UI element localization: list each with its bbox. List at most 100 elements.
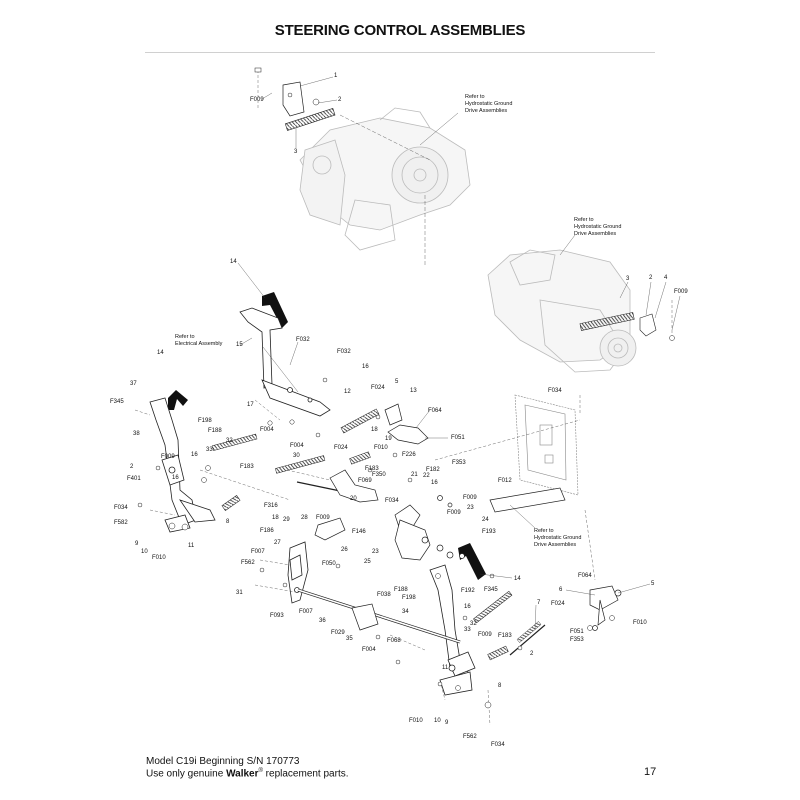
callout: F010 (633, 620, 647, 626)
callout: F183 (365, 466, 379, 472)
hydro-drive-right (487, 249, 637, 373)
callout: 9 (445, 720, 449, 726)
callout: F034 (114, 505, 128, 511)
svg-text:Drive Assemblies: Drive Assemblies (465, 108, 507, 114)
callout: F350 (372, 472, 386, 478)
ref-note-hydro-bottom: Refer to Hydrostatic Ground Drive Assemb… (534, 528, 581, 548)
callout: 2 (338, 97, 342, 103)
callout: 38 (133, 431, 140, 437)
callout: 3 (294, 149, 298, 155)
callout: 15 (236, 342, 243, 348)
callout: 32 (470, 621, 477, 627)
callout: 28 (301, 515, 308, 521)
callout: 18 (371, 427, 378, 433)
callout: F004 (260, 427, 274, 433)
svg-text:Refer to: Refer to (534, 528, 554, 534)
footer-model-info: Model C19i Beginning S/N 170773 (146, 756, 300, 767)
right-steering-lever (429, 564, 476, 696)
callout: F401 (127, 476, 141, 482)
hydro-drive-top (299, 107, 471, 251)
callout: F009 (447, 510, 461, 516)
callout: 2 (130, 464, 134, 470)
callout: 20 (350, 496, 357, 502)
footer-note-prefix: Use only genuine (146, 768, 227, 780)
footer-note-suffix: replacement parts. (262, 768, 349, 780)
hand-grip-left (168, 390, 188, 410)
callout: 14 (514, 576, 521, 582)
callout: F146 (352, 529, 366, 535)
callout: 16 (464, 604, 471, 610)
callout: 27 (274, 540, 281, 546)
callout: F034 (385, 498, 399, 504)
right-spring-assembly (579, 300, 675, 341)
callout: F024 (371, 385, 385, 391)
callout: F007 (299, 609, 313, 615)
callout: F051 (451, 435, 465, 441)
ref-note-electrical: Refer to Electrical Assembly (175, 334, 223, 347)
callout: 11 (188, 543, 195, 549)
callout: 5 (651, 581, 655, 587)
page-number: 17 (644, 766, 657, 778)
svg-text:Refer to: Refer to (465, 94, 485, 100)
callout: F051 (570, 629, 584, 635)
callout: 13 (410, 388, 417, 394)
callout: 16 (431, 480, 438, 486)
callout: F188 (394, 587, 408, 593)
callout: 2 (649, 275, 653, 281)
callout: F032 (296, 337, 310, 343)
callout: F038 (377, 592, 391, 598)
callout: 34 (402, 609, 409, 615)
svg-text:Hydrostatic Ground: Hydrostatic Ground (534, 535, 581, 541)
callout: F093 (270, 613, 284, 619)
svg-text:Drive Assemblies: Drive Assemblies (534, 542, 576, 548)
footer-genuine-parts-note: Use only genuine Walker® replacement par… (146, 768, 349, 779)
callout: F188 (208, 428, 222, 434)
svg-text:Electrical Assembly: Electrical Assembly (175, 341, 223, 347)
callout: 33 (464, 627, 471, 633)
callout: 9 (135, 541, 139, 547)
callout: 7 (537, 600, 541, 606)
callout: 25 (364, 559, 371, 565)
upper-steering-lever (239, 307, 331, 417)
callout: F192 (461, 588, 475, 594)
page-title: STEERING CONTROL ASSEMBLIES (274, 22, 526, 39)
callout: F024 (551, 601, 565, 607)
title-divider (145, 52, 655, 53)
callout: F183 (498, 633, 512, 639)
hydro-drive-bottom-frame (514, 394, 579, 496)
top-spring-assembly (254, 67, 336, 131)
callout-labels: 1 2 F009 3 14 15 F032 F032 16 17 F004 F0… (110, 73, 688, 748)
callout: 8 (498, 683, 502, 689)
callout: F009 (674, 289, 688, 295)
callout: F353 (570, 637, 584, 643)
callout: F012 (498, 478, 512, 484)
callout: 31 (236, 590, 243, 596)
callout: 11 (442, 665, 449, 671)
callout: F034 (548, 388, 562, 394)
callout: F009 (463, 495, 477, 501)
callout: F004 (362, 647, 376, 653)
callout: F183 (240, 464, 254, 470)
callout: F353 (452, 460, 466, 466)
callout: 37 (130, 381, 137, 387)
callout: F009 (250, 97, 264, 103)
brand-name: Walker (226, 768, 259, 780)
middle-linkage (314, 403, 566, 561)
callout: 35 (346, 636, 353, 642)
callout: F032 (337, 349, 351, 355)
callout: F193 (482, 529, 496, 535)
callout: F009 (161, 454, 175, 460)
callout: F345 (110, 399, 124, 405)
callout: 23 (467, 505, 474, 511)
callout: F316 (264, 503, 278, 509)
callout: 14 (230, 259, 237, 265)
callout: F582 (114, 520, 128, 526)
callout: 2 (530, 651, 534, 657)
callout: F068 (387, 638, 401, 644)
callout: 16 (191, 452, 198, 458)
callout: F198 (198, 418, 212, 424)
callout: F029 (331, 630, 345, 636)
callout: 19 (385, 436, 392, 442)
svg-text:Drive Assemblies: Drive Assemblies (574, 231, 616, 237)
